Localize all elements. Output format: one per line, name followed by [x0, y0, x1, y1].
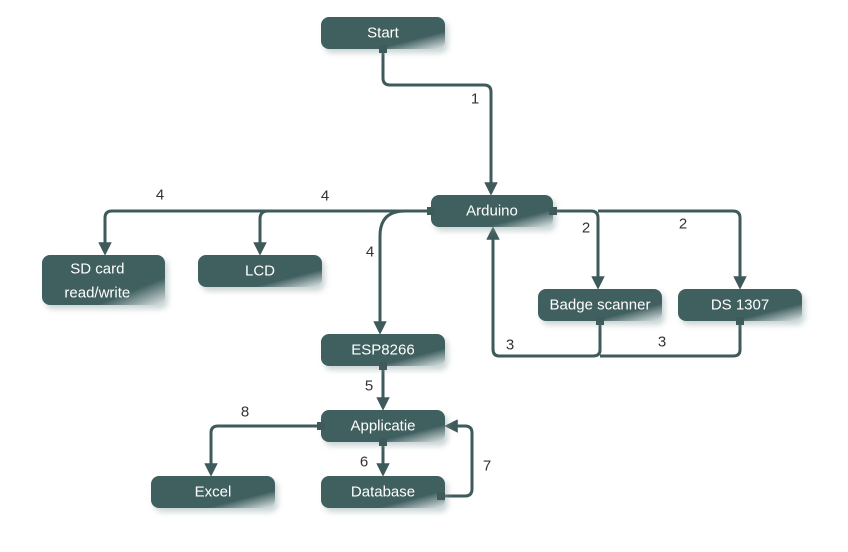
edge-label-esp-app: 5	[365, 378, 373, 395]
edge-label-db-app: 7	[483, 458, 491, 475]
node-label: LCD	[245, 263, 275, 280]
connector-point	[549, 207, 557, 215]
node-label: Applicatie	[350, 418, 415, 435]
edge-label-arduino-ds: 2	[679, 216, 687, 233]
node-lcd[interactable]: LCD	[198, 255, 322, 287]
connector-point	[736, 317, 744, 325]
node-esp[interactable]: ESP8266	[321, 334, 445, 366]
node-label: Arduino	[466, 203, 518, 220]
edge-arduino-lcd	[253, 209, 269, 256]
connector-point	[596, 317, 604, 325]
edge-label-app-db: 6	[360, 454, 368, 471]
edge-label-arduino-badge: 2	[582, 220, 590, 237]
node-badge[interactable]: Badge scanner	[538, 289, 662, 321]
node-ds[interactable]: DS 1307	[678, 289, 802, 321]
node-app[interactable]: Applicatie	[321, 410, 445, 442]
node-start[interactable]: Start	[321, 17, 445, 49]
node-db[interactable]: Database	[321, 476, 445, 508]
node-box	[321, 476, 445, 508]
edge-arduino-badge	[553, 209, 605, 290]
edge-arduino-sd	[98, 209, 431, 256]
edge-start-arduino	[381, 49, 498, 196]
edge-label-badge-arduino: 3	[506, 337, 514, 354]
node-arduino[interactable]: Arduino	[431, 195, 553, 227]
node-box	[321, 334, 445, 366]
edge-badge-arduino	[486, 226, 602, 358]
connector-point	[427, 207, 435, 215]
edge-db-app	[441, 419, 474, 498]
node-label: ESP8266	[351, 342, 414, 359]
edge-label-arduino-lcd: 4	[321, 188, 329, 205]
node-box	[42, 255, 165, 305]
edge-label-app-excel: 8	[241, 404, 249, 421]
connector-point	[379, 362, 387, 370]
node-excel[interactable]: Excel	[151, 476, 275, 508]
node-box	[678, 289, 802, 321]
edge-ds-arduino	[600, 321, 742, 358]
node-box	[538, 289, 662, 321]
node-label: Badge scanner	[550, 297, 651, 314]
node-box	[321, 17, 445, 49]
node-box	[321, 410, 445, 442]
node-sdcard[interactable]: SD card read/write	[42, 255, 165, 305]
connector-point	[379, 438, 387, 446]
node-label: Database	[351, 484, 415, 501]
edge-arduino-esp	[373, 209, 406, 335]
node-box	[431, 195, 553, 227]
edge-arduino-ds	[598, 209, 747, 290]
node-label: Start	[367, 25, 400, 42]
edge-label-ds-arduino: 3	[658, 334, 666, 351]
node-label: SD card	[70, 261, 124, 278]
edge-app-excel	[204, 424, 321, 477]
edge-label-arduino-sd: 4	[156, 187, 164, 204]
connector-point	[317, 422, 325, 430]
node-label: Excel	[195, 484, 232, 501]
node-label: DS 1307	[711, 297, 769, 314]
node-label-line2: read/write	[64, 285, 130, 302]
node-box	[198, 255, 322, 287]
node-box	[151, 476, 275, 508]
edge-label-arduino-esp: 4	[366, 244, 374, 261]
connector-point	[379, 45, 387, 53]
connector-point	[437, 492, 445, 500]
edge-label-start-arduino: 1	[471, 91, 479, 108]
